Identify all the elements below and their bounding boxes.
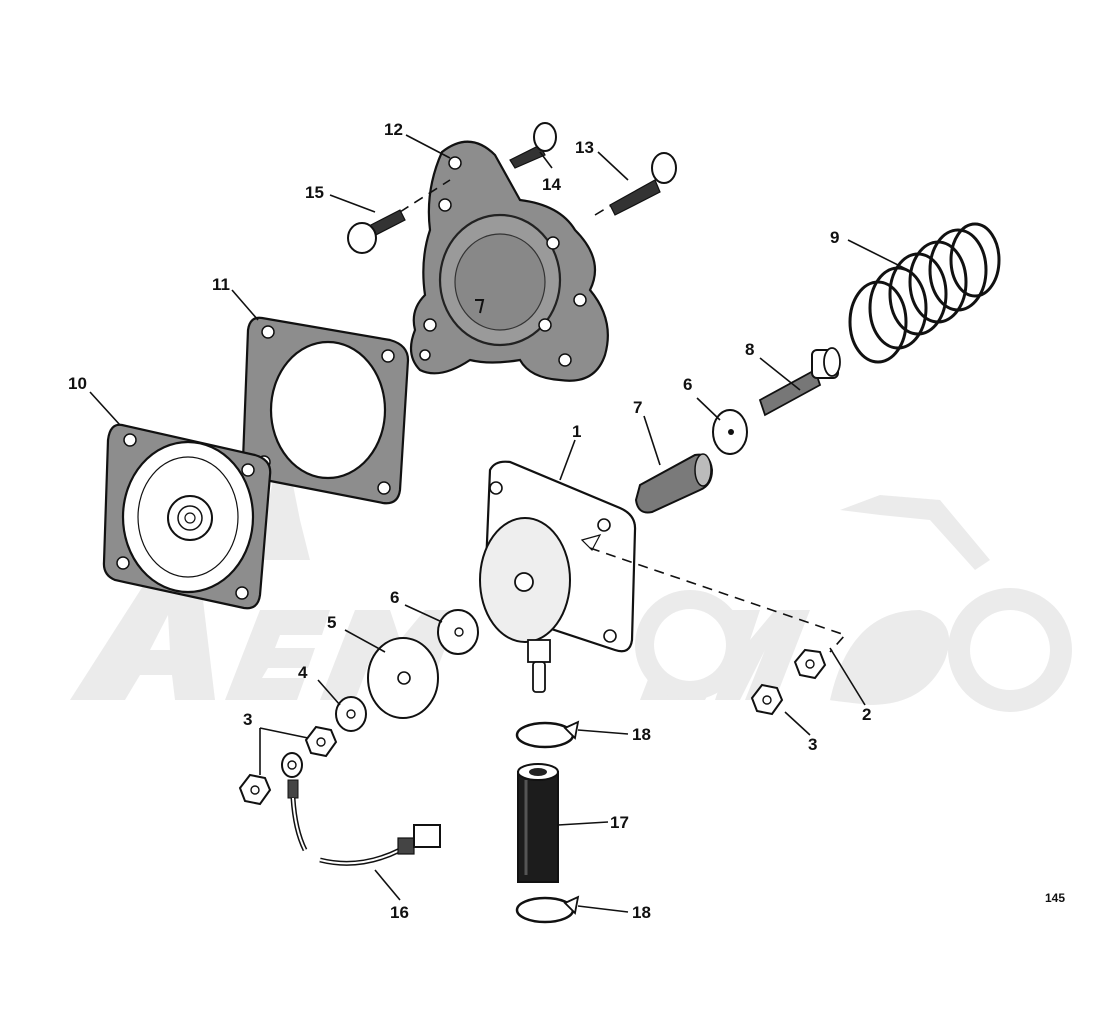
part-8-bolt — [758, 347, 841, 417]
part-9-spring — [848, 222, 1001, 364]
part-2-nut — [793, 648, 827, 680]
part-7-filter-screen — [634, 453, 714, 514]
part-17-hose — [517, 763, 559, 883]
part-14-screw — [509, 122, 557, 169]
callout-5: 5 — [327, 613, 336, 632]
callout-17: 17 — [610, 813, 629, 832]
callout-15: 15 — [305, 183, 324, 202]
callout-9: 9 — [830, 228, 839, 247]
leader-lines — [89, 134, 909, 913]
part-3-nut-left-lower — [238, 773, 272, 806]
part-11-gasket — [241, 316, 410, 505]
callout-13: 13 — [575, 138, 594, 157]
part-18-clamp-upper — [515, 720, 580, 749]
part-10-diaphragm — [102, 423, 272, 610]
callout-14: 14 — [542, 175, 561, 194]
callout-10: 10 — [68, 374, 87, 393]
callout-4: 4 — [298, 663, 308, 682]
callout-7: 7 — [633, 398, 642, 417]
page-number: 145 — [1045, 891, 1065, 905]
callout-labels: 1 2 3 3 4 5 6 6 7 8 9 10 11 12 13 14 15 … — [68, 120, 1065, 922]
callout-6-upper: 6 — [683, 375, 692, 394]
callout-3-right: 3 — [808, 735, 817, 754]
callout-1: 1 — [572, 422, 581, 441]
part-6-washer-upper-hole — [728, 429, 734, 435]
callout-18-upper: 18 — [632, 725, 651, 744]
callout-12: 12 — [384, 120, 403, 139]
part-18-clamp-lower — [515, 895, 580, 924]
part-3-nut-left-upper — [304, 725, 338, 758]
callout-6-lower: 6 — [390, 588, 399, 607]
assembly-dashed-lines — [399, 179, 847, 653]
callout-18-lower: 18 — [632, 903, 651, 922]
callout-11: 11 — [212, 275, 230, 294]
watermark-logo — [70, 470, 1072, 712]
part-15-screw — [347, 209, 406, 254]
callout-3-left: 3 — [243, 710, 252, 729]
part-16-wire — [281, 752, 441, 866]
part-6-washer-lower-hole — [454, 627, 464, 637]
part-4-washer-hole — [346, 709, 356, 719]
part-3-nut-right — [750, 683, 784, 716]
part-5-disc-hole — [397, 671, 411, 685]
callout-2: 2 — [862, 705, 871, 724]
part-12-cover — [409, 140, 609, 382]
part-13-screw — [609, 152, 677, 216]
part-1-pump-body — [479, 460, 637, 693]
callout-8: 8 — [745, 340, 754, 359]
callout-16: 16 — [390, 903, 409, 922]
